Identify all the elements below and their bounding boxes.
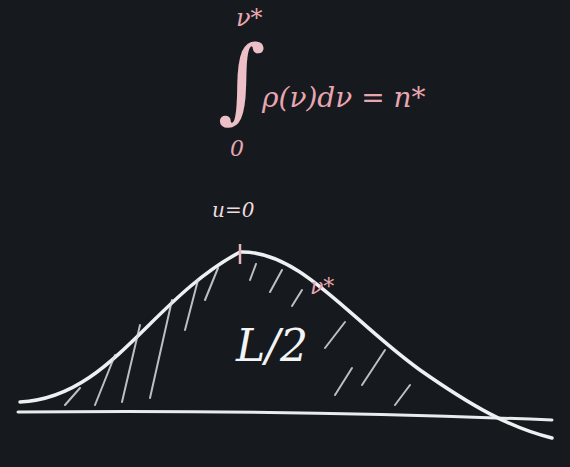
bell-curve — [20, 252, 552, 438]
cutoff-label: ν* — [310, 276, 334, 298]
area-label: L/2 — [232, 322, 312, 370]
hatching — [65, 264, 410, 405]
integral-sign: ∫ — [218, 34, 266, 126]
upper-limit: ν* — [236, 6, 263, 30]
integral-expression: ρ(ν)dν = n* — [262, 84, 426, 112]
ground-line — [18, 411, 552, 420]
lower-limit: 0 — [230, 138, 244, 160]
peak-label: u=0 — [212, 200, 254, 220]
peak-tick — [239, 244, 242, 264]
